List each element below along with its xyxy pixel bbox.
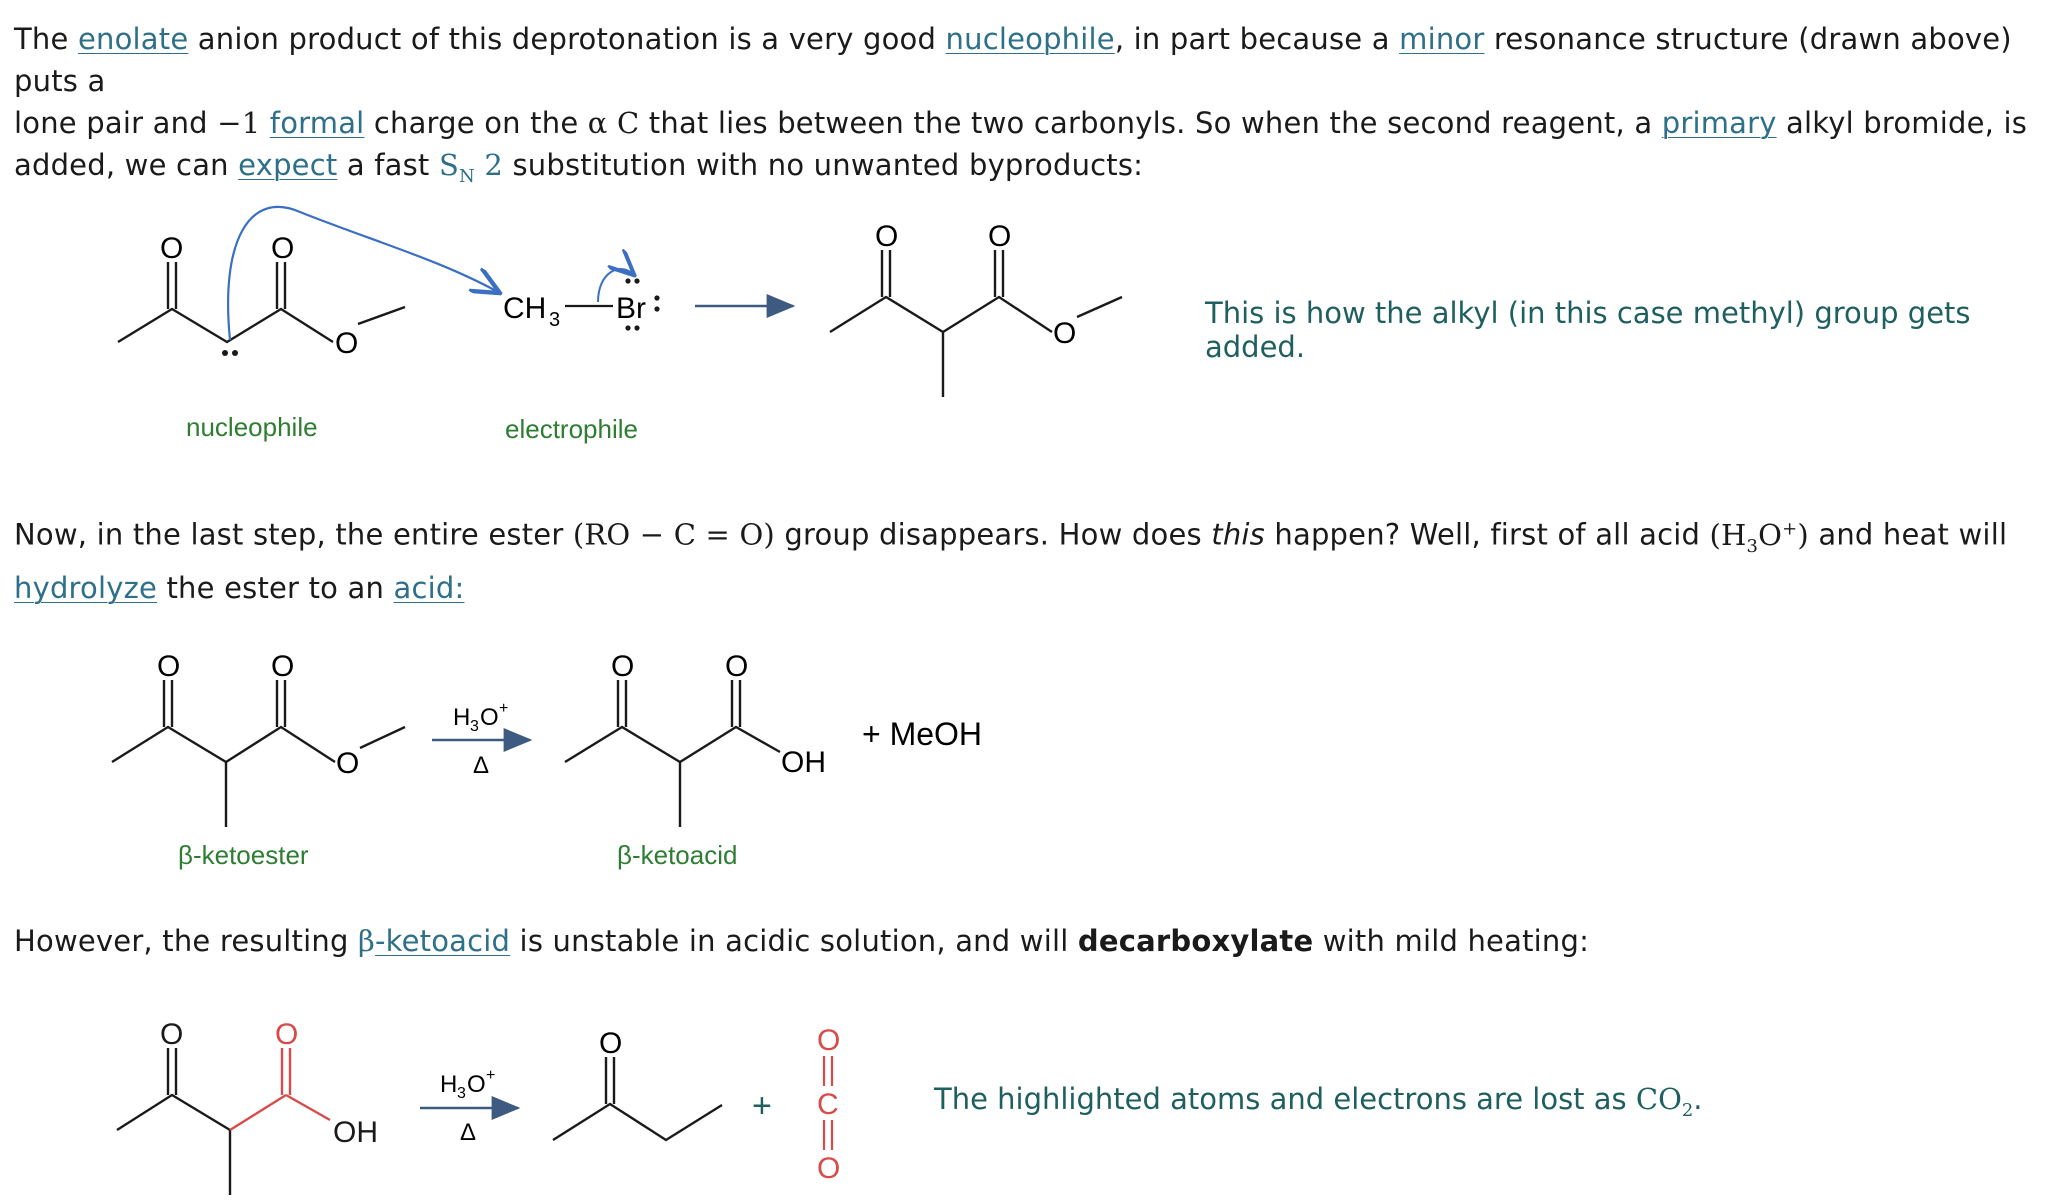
svg-text:C: C <box>817 1088 839 1121</box>
label-nucleophile: nucleophile <box>186 412 318 442</box>
svg-text:Δ: Δ <box>473 752 489 779</box>
bond-break-arrow-icon <box>597 269 633 303</box>
svg-text:O: O <box>480 704 499 731</box>
svg-text:O: O <box>336 747 359 780</box>
svg-text:O: O <box>271 650 294 683</box>
svg-text:O: O <box>817 1024 840 1057</box>
label-ketoacid: β-ketoacid <box>617 840 738 870</box>
svg-text:O: O <box>335 327 358 360</box>
svg-text:3: 3 <box>549 309 560 331</box>
math-hydronium: (H3O+) <box>1709 517 1809 557</box>
note-co2-lost: The highlighted atoms and electrons are … <box>934 1082 1703 1121</box>
label-electrophile: electrophile <box>505 414 638 444</box>
svg-text:3: 3 <box>457 1085 466 1102</box>
note-alkyl-added: This is how the alkyl (in this case meth… <box>1205 296 1971 364</box>
paragraph-decarboxylate: However, the resulting β-ketoacid is uns… <box>14 924 1590 958</box>
svg-text:3: 3 <box>470 718 479 735</box>
svg-text:+: + <box>486 1067 495 1084</box>
svg-text:O: O <box>875 220 898 253</box>
link-formal[interactable]: formal <box>269 106 365 140</box>
paragraph-hydrolysis: Now, in the last step, the entire ester … <box>14 517 2008 606</box>
ketone-product <box>552 1057 723 1142</box>
ketoacid-reactant <box>116 1048 232 1195</box>
svg-text:Br: Br <box>616 292 646 325</box>
math-ester-group: (RO − C = O) <box>572 517 775 552</box>
svg-text:+: + <box>752 1087 772 1125</box>
svg-text:O: O <box>817 1152 840 1185</box>
link-expect[interactable]: expect <box>238 148 338 182</box>
math-beta: β <box>358 924 375 958</box>
svg-text:Δ: Δ <box>460 1119 476 1146</box>
bromide-lone-pairs <box>625 278 660 331</box>
svg-text:O: O <box>599 1027 622 1060</box>
svg-text:OH: OH <box>781 746 826 779</box>
label-ketoester: β-ketoester <box>178 840 309 870</box>
svg-text:CH: CH <box>503 292 546 325</box>
link-hydrolyze[interactable]: hydrolyze <box>14 571 158 606</box>
math-sn2: SN 2 <box>438 148 504 187</box>
paragraph-enolate: The enolate anion product of this deprot… <box>14 22 2028 187</box>
link-nucleophile[interactable]: nucleophile <box>945 22 1115 56</box>
carboxyl-highlight <box>229 1048 331 1132</box>
link-acid[interactable]: acid: <box>393 571 465 606</box>
svg-text:O: O <box>157 650 180 683</box>
svg-text:O: O <box>275 1018 298 1051</box>
enolate-structure <box>117 262 406 344</box>
math-alpha-c: α C <box>587 106 640 140</box>
svg-text:O: O <box>725 650 748 683</box>
math-negative-one: −1 <box>217 106 261 140</box>
ketoacid-structure <box>564 680 781 827</box>
svg-text:+ MeOH: + MeOH <box>862 716 982 752</box>
svg-text:H: H <box>440 1071 457 1098</box>
svg-text:O: O <box>1053 317 1076 350</box>
ketoester-structure <box>111 680 406 827</box>
link-ketoacid[interactable]: -ketoacid <box>374 924 511 958</box>
link-primary[interactable]: primary <box>1661 106 1777 140</box>
svg-text:O: O <box>160 232 183 265</box>
svg-text:O: O <box>611 650 634 683</box>
svg-text:+: + <box>499 700 508 717</box>
svg-text:O: O <box>988 220 1011 253</box>
svg-text:O: O <box>160 1018 183 1051</box>
lone-pair-dots <box>222 350 238 356</box>
svg-text:H: H <box>453 704 470 731</box>
svg-text:OH: OH <box>333 1116 378 1149</box>
svg-text:O: O <box>271 232 294 265</box>
curved-arrow-icon <box>226 205 498 341</box>
co2-molecule: O C O <box>817 1024 840 1185</box>
alkylated-product <box>829 250 1123 397</box>
svg-text:O: O <box>467 1071 486 1098</box>
link-enolate[interactable]: enolate <box>77 22 189 56</box>
link-minor[interactable]: minor <box>1399 22 1485 56</box>
